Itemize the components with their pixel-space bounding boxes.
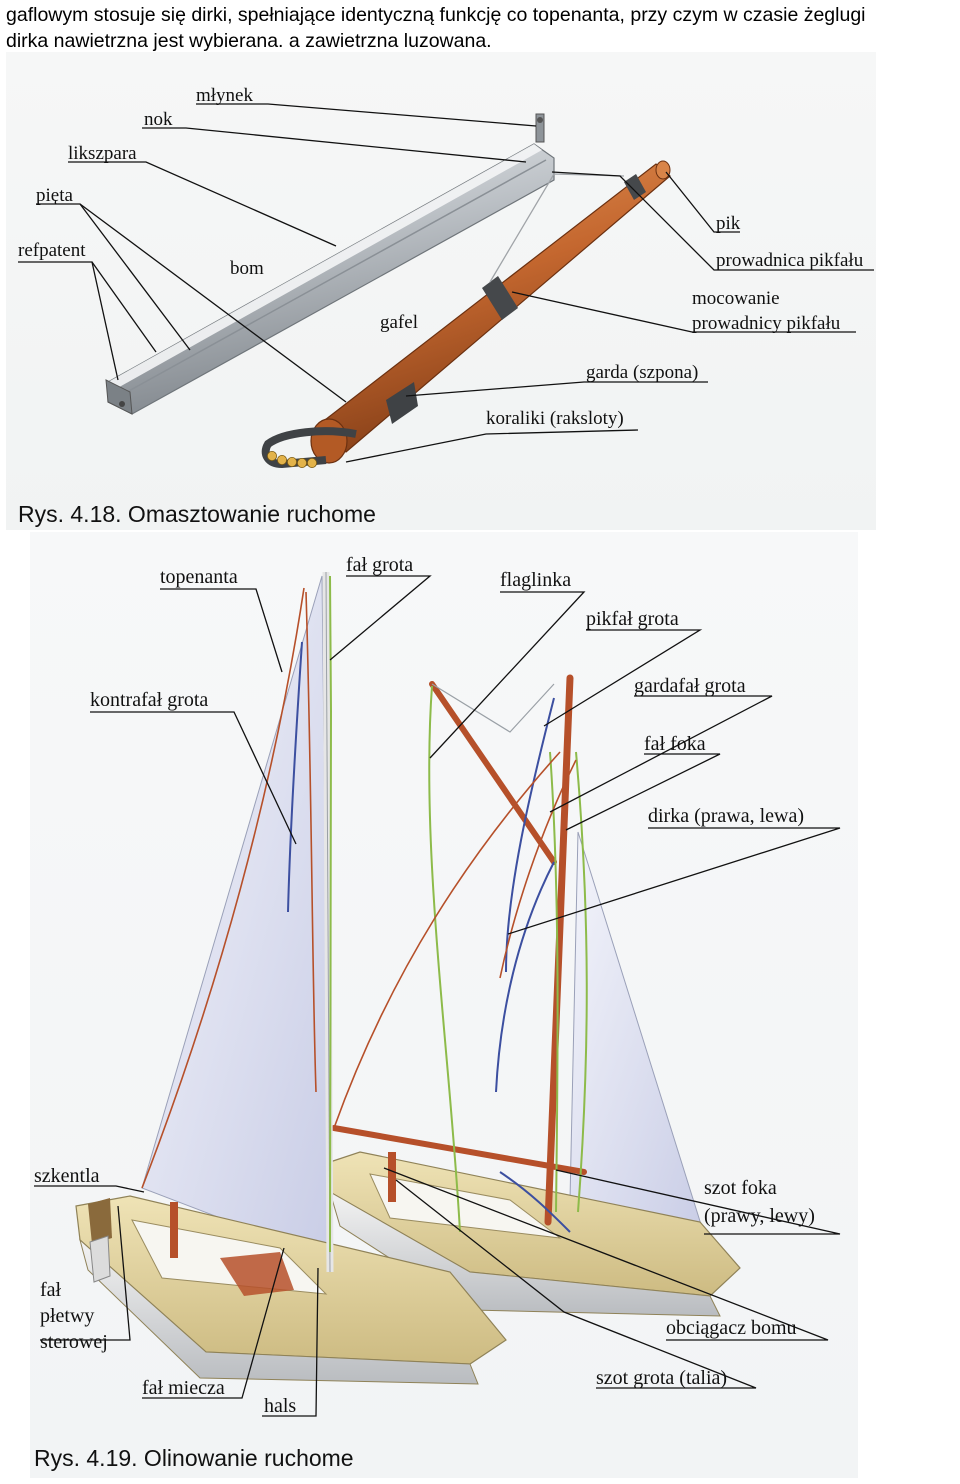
rigging-illustration: topenanta fał grota flaglinka pikfał gro… (34, 554, 841, 1471)
label-garda: garda (szpona) (586, 362, 698, 383)
figure-4-19: topenanta fał grota flaglinka pikfał gro… (30, 532, 858, 1478)
label-bom: bom (230, 258, 264, 279)
label-fal-pletwy-3: sterowej (40, 1331, 108, 1353)
label-obciagacz: obciągacz bomu (666, 1317, 797, 1339)
label-refpatent: refpatent (18, 240, 86, 261)
leader-lines (18, 103, 874, 463)
parrel-beads (266, 450, 317, 468)
label-dirka: dirka (prawa, lewa) (648, 805, 804, 827)
label-pieta: pięta (36, 185, 73, 206)
spars-illustration: młynek nok likszpara pięta refpatent bom… (18, 85, 874, 527)
label-kontrafal: kontrafał grota (90, 689, 208, 711)
label-fal-pletwy-1: fał (40, 1279, 62, 1301)
label-szot-foka-1: szot foka (704, 1177, 777, 1199)
label-flaglinka: flaglinka (500, 569, 571, 591)
label-szot-grota: szot grota (talia) (596, 1367, 727, 1389)
label-pik: pik (716, 213, 741, 234)
boom-right (331, 1125, 587, 1175)
label-szot-foka-2: (prawy, lewy) (704, 1205, 815, 1227)
label-mlynek: młynek (196, 85, 253, 106)
label-fal-miecza: fał miecza (142, 1377, 225, 1399)
label-fal-grota: fał grota (346, 554, 413, 576)
label-gardafal: gardafał grota (634, 675, 746, 697)
intro-line-1: gaflowym stosuje się dirki, spełniające … (6, 4, 866, 26)
mast-right (544, 674, 574, 1226)
label-gafel: gafel (380, 312, 418, 333)
label-fal-foka: fał foka (644, 733, 706, 755)
caption-4-18: Rys. 4.18. Omasztowanie ruchome (18, 501, 376, 527)
label-koraliki: koraliki (raksloty) (486, 408, 624, 429)
label-mocowanie-1: mocowanie (692, 288, 780, 309)
figure-4-18: młynek nok likszpara pięta refpatent bom… (6, 52, 876, 530)
caption-4-19: Rys. 4.19. Olinowanie ruchome (34, 1445, 354, 1471)
intro-line-2: dirka nawietrzna jest wybierana. a zawie… (6, 30, 492, 52)
label-topenanta: topenanta (160, 566, 238, 588)
label-likszpara: likszpara (68, 143, 137, 164)
bermuda-rig-boat (75, 571, 507, 1385)
label-pikfal: pikfał grota (586, 608, 679, 630)
gaff-spar (261, 160, 671, 469)
label-mocowanie-2: prowadnicy pikfału (692, 313, 841, 334)
main-sail-left (141, 575, 331, 1261)
label-szkentla: szkentla (34, 1165, 100, 1187)
gaff-rig-boat (329, 674, 741, 1317)
label-prowadnica: prowadnica pikfału (716, 250, 864, 271)
label-nok: nok (144, 109, 173, 130)
label-fal-pletwy-2: płetwy (40, 1305, 94, 1327)
boom-spar (105, 113, 555, 415)
label-hals: hals (264, 1395, 296, 1417)
gaff-right (429, 681, 557, 865)
leader-lines-2 (34, 575, 841, 1417)
intro-text: gaflowym stosuje się dirki, spełniające … (6, 2, 956, 54)
